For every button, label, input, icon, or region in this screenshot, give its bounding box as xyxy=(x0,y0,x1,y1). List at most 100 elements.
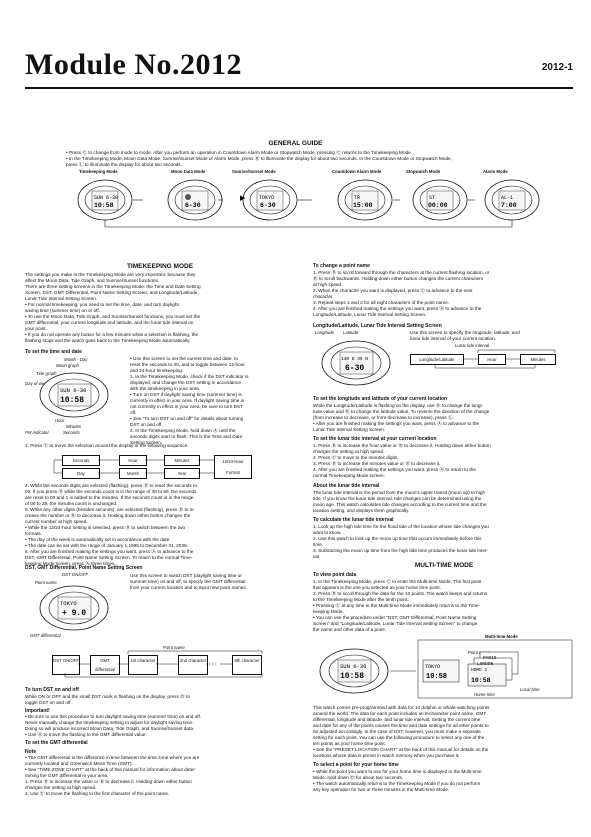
text-line: locations whose data is preset in watch … xyxy=(313,753,460,758)
seq-box: Seconds xyxy=(62,455,100,466)
text-line: 4. While the seconds digits are selected… xyxy=(25,483,197,488)
text-line: • If you do not operate any button for a… xyxy=(25,332,199,337)
mode-arrows xyxy=(104,199,513,228)
text-line: mining the GMT differential in your area… xyxy=(25,773,109,778)
dst-intro: Use this screen to switch DST (daylight … xyxy=(130,573,300,591)
fig-label: Month - Day xyxy=(64,357,88,362)
gmt-heading: To set the GMT differential xyxy=(25,740,88,746)
multi-watch-tokyo: TOKYO 10:58 xyxy=(422,659,460,683)
flow-box: 8th character xyxy=(232,655,262,675)
sequence-arrows xyxy=(53,459,214,474)
fig-label: Point name xyxy=(35,580,57,585)
text-line: • The GMT differential is the difference… xyxy=(25,755,200,760)
text-line: While ON or OFF and the small DST mark i… xyxy=(25,694,190,699)
svg-text:00:00: 00:00 xyxy=(428,202,448,209)
text-line: • See "TIME ZONE CHART" at the back of t… xyxy=(25,767,197,772)
flow-box: GMT differential xyxy=(90,655,120,675)
text-line: 1. In the Timekeeping Mode, press Ⓒ to e… xyxy=(313,579,482,584)
text-line: 2. Use Ⓒ to move the flashing to the fir… xyxy=(25,791,170,796)
important-text: • Be sure to use this procedure to turn … xyxy=(25,714,300,738)
general-guide-title: GENERAL GUIDE xyxy=(268,140,323,147)
text-line: Ⓑ to scroll backwards. Holding down eith… xyxy=(313,276,484,281)
text-line: off. xyxy=(130,410,137,415)
fig-label: Local time xyxy=(520,687,540,692)
text-line: from your current location and to input … xyxy=(130,585,247,590)
dst-point-name-text: TOKYO xyxy=(60,600,77,607)
text-line: Screen, DST, GMT Differential, Point Nam… xyxy=(25,290,199,295)
text-line: 4. After you are finished making the set… xyxy=(313,467,476,472)
lon-flow-box: Longitude/Latitude xyxy=(410,354,464,365)
flow-box: 2nd character xyxy=(178,655,208,675)
text-line: lunar tide interval of your current loca… xyxy=(410,336,496,341)
text-line: • Turn on DST if daylight saving time (s… xyxy=(130,392,242,397)
text-line: Use this screen to specify the longitude… xyxy=(410,330,520,335)
svg-text:6-30: 6-30 xyxy=(260,202,276,209)
fig-label: Latitude xyxy=(343,330,359,335)
mode-label: Countdown Alarm Mode xyxy=(332,169,382,174)
svg-text:ST: ST xyxy=(429,195,435,201)
svg-text:TR: TR xyxy=(354,195,360,201)
text-line: around the world. The data for each poin… xyxy=(313,711,487,716)
text-line: The lunar tide interval is the period fr… xyxy=(313,490,486,495)
text-line: be adjusted accordingly. In the case of … xyxy=(313,729,481,734)
about-tide-text: The lunar tide interval is the period fr… xyxy=(313,490,575,514)
text-line: currently in effect in your area. If day… xyxy=(130,398,245,403)
svg-text:10:58: 10:58 xyxy=(340,672,364,681)
calc-tide-heading: To calculate the lunar tide interval xyxy=(313,517,394,523)
turn-dst-heading: To turn DST on and off xyxy=(25,687,79,693)
text-line: location setting, and displays them grap… xyxy=(313,508,410,513)
text-line: val. xyxy=(313,554,321,559)
text-line: 1. Look up the high tide time for the fl… xyxy=(313,524,489,529)
multi-card-text: HOME 1 xyxy=(471,667,488,673)
fig-label: Minutes xyxy=(66,424,82,429)
text-line: ten points as your home time point. xyxy=(313,741,386,746)
seq-box: Year xyxy=(164,468,200,479)
text-line: 6. After you are finished making the set… xyxy=(25,549,194,554)
view-point-heading: To view point data xyxy=(313,572,357,578)
gmt-text: • The GMT differential is the difference… xyxy=(25,755,300,797)
timekeeping-intro: The settings you make in the Timekeeping… xyxy=(25,272,295,344)
text-line: current number at high speed. xyxy=(25,519,88,524)
text-line: keeping Mode screen, press Ⓐ three times… xyxy=(25,561,116,566)
seq-box: Day xyxy=(62,468,100,479)
watch-moon-data: 6-30 xyxy=(167,179,223,221)
timekeeping-title: TIMEKEEPING MODE xyxy=(126,263,194,270)
fig-label: Moon graph xyxy=(56,363,79,368)
setting-steps: 4. While the seconds digits are selected… xyxy=(25,483,300,567)
text-line: reset the seconds to 00, and to toggle b… xyxy=(130,362,245,367)
fig-label: PM indicator xyxy=(25,430,49,435)
mode-label: Stopwatch Mode xyxy=(406,169,441,174)
text-line: There are three setting screens in the T… xyxy=(25,284,201,289)
mode-label: Timekeeping Mode xyxy=(79,169,118,174)
svg-text:TOKYO: TOKYO xyxy=(259,195,274,201)
text-line: Screen" and "Longitude/Latitude, Lunar T… xyxy=(313,621,478,626)
note-heading: Note xyxy=(25,749,37,755)
multi-time-figure: SUN 6-30 10:58 TOKYO 10:58 PARIS LONDON … xyxy=(319,639,573,699)
text-line: at high speed. xyxy=(313,282,343,287)
text-line: While the Longitude/Latitude is flashing… xyxy=(313,403,484,408)
text-line: 5. While any other digits (besides secon… xyxy=(25,507,195,512)
set-lon-heading: To set the longitude and latitude of you… xyxy=(313,396,448,402)
text-line: 1. In the Timekeeping Mode, check if the… xyxy=(130,374,249,379)
svg-text:10:58: 10:58 xyxy=(60,396,84,405)
text-line: • The day of the week is automatically s… xyxy=(25,537,171,542)
module-title: Module No.2012 xyxy=(25,48,242,81)
timekeeping-watch-figure: SUN 6-30 10:58 xyxy=(39,372,109,418)
text-line: character. xyxy=(313,294,334,299)
multi-time-text: 10:58 xyxy=(426,673,447,681)
text-line: toggle DST on and off. xyxy=(25,700,72,705)
text-line: changes the setting at high speed. xyxy=(313,449,385,454)
text-line: your point. xyxy=(25,326,47,331)
multi-point-name-text: TOKYO xyxy=(425,664,440,670)
calc-tide-text: 1. Look up the high tide time for the fl… xyxy=(313,524,575,560)
text-line: DST, GMT Differential, Point Name Settin… xyxy=(25,555,193,560)
text-line: 00. If you press Ⓓ while the seconds cou… xyxy=(25,489,197,494)
mode-label: Sunrise/Sunset Mode xyxy=(232,169,276,174)
text-line: formats. xyxy=(25,531,42,536)
text-line: 1. Press Ⓓ to increase the value or Ⓑ to… xyxy=(25,779,193,784)
dst-watch-figure: TOKYO + 9.0 xyxy=(39,585,109,631)
text-line: seconds digits start to flash. This is t… xyxy=(130,434,243,439)
text-line: The settings you make in the Timekeeping… xyxy=(25,272,196,277)
text-line: Never manually change the timekeeping se… xyxy=(25,720,194,725)
fig-label: Home time xyxy=(474,692,495,697)
